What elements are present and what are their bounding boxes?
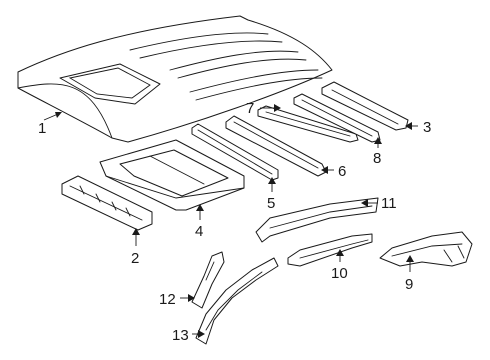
rear-header-panel[interactable] [321,81,409,131]
leader-lines [43,104,418,338]
roof-bow-front[interactable] [191,123,279,181]
rear-rail-extension[interactable] [379,231,473,267]
callout-3: 3 [423,119,431,136]
roof-side-rail-outer[interactable] [255,197,379,243]
roof-panel[interactable] [17,15,333,143]
callout-9: 9 [405,276,413,293]
callout-4: 4 [195,223,203,240]
callout-12: 12 [159,291,176,308]
sunroof-frame[interactable] [99,139,245,211]
callout-1: 1 [38,120,46,137]
front-header-panel[interactable] [61,175,153,231]
roof-bow-rear-lower[interactable] [293,93,381,143]
roof-bow-rear-upper[interactable] [257,105,359,143]
roof-side-rail-inner[interactable] [287,233,373,267]
callout-13: 13 [172,327,189,344]
a-pillar-reinforcement[interactable] [191,251,225,309]
callout-10: 10 [331,265,348,282]
a-pillar-lower[interactable] [195,257,279,345]
callout-11: 11 [381,195,397,212]
callout-8: 8 [373,150,381,167]
callout-5: 5 [267,195,275,212]
callout-7: 7 [246,100,254,117]
callout-6: 6 [338,163,346,180]
callout-2: 2 [131,250,139,267]
